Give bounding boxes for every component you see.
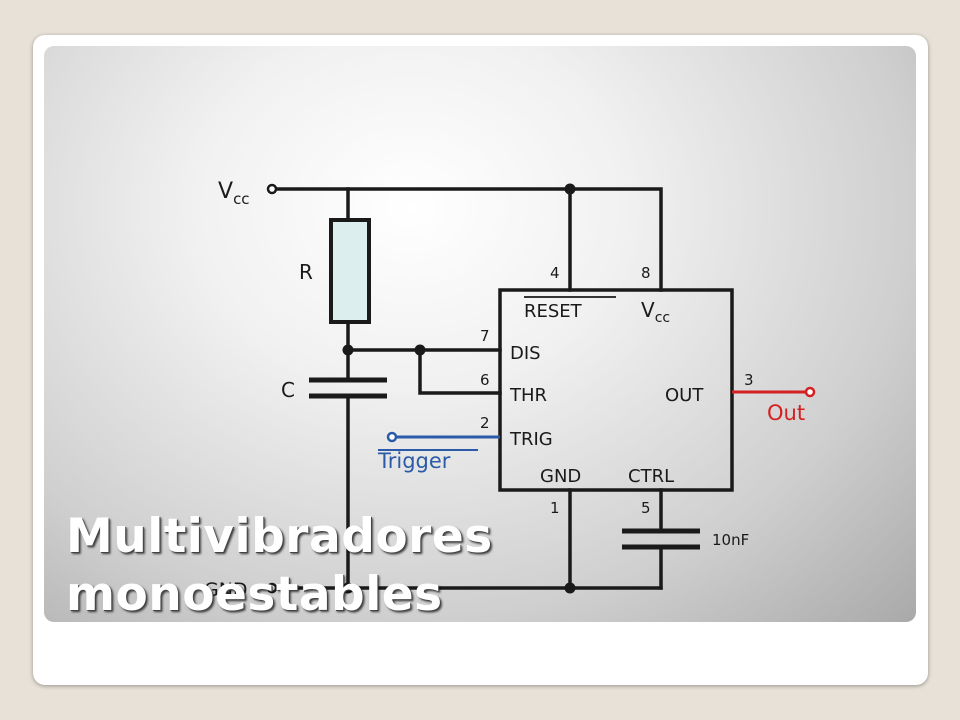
pin-number-ctrl: 5 [641, 499, 651, 517]
pin-number-dis: 7 [480, 327, 490, 345]
ic-dis-label: DIS [510, 343, 541, 364]
resistor-r [329, 218, 371, 324]
ic-trig-label: TRIG [509, 429, 553, 450]
out-label: Out [767, 401, 805, 425]
vcc-left-label: Vcc [218, 179, 250, 208]
ic-ctrl-label: CTRL [628, 466, 674, 487]
pin-number-thr: 6 [480, 371, 490, 389]
resistor-label: R [299, 260, 313, 284]
pin-number-out: 3 [744, 371, 754, 389]
trigger-label: Trigger [377, 449, 451, 473]
ic-out-label: OUT [665, 385, 704, 406]
gnd-terminal [266, 582, 278, 594]
circuit-image: Vcc R C GND Trigger Out 10nF RESET Vcc D… [44, 46, 916, 622]
ctrl-cap-label: 10nF [712, 531, 749, 549]
wire-thr [418, 348, 502, 395]
ic-vcc-label: Vcc [641, 298, 670, 326]
circuit-diagram: Vcc R C GND Trigger Out 10nF RESET Vcc D… [204, 179, 816, 601]
ic-gnd-label: GND [540, 466, 581, 487]
junction-dots [342, 183, 576, 594]
capacitor-c [309, 377, 387, 399]
slide-title-line-1: Multivibradores [66, 509, 493, 564]
gnd-left-label: GND [204, 579, 248, 601]
ic-555-body [498, 288, 734, 492]
pin-number-trig: 2 [480, 414, 490, 432]
capacitor-10nf [622, 528, 700, 550]
slide-title-line-2: monoestables [66, 567, 443, 622]
vcc-terminal [266, 183, 278, 195]
ic-reset-label: RESET [524, 301, 583, 322]
pin-number-vcc: 8 [641, 264, 651, 282]
trigger-terminal [386, 431, 398, 443]
ic-thr-label: THR [509, 385, 547, 406]
pin-number-reset: 4 [550, 264, 560, 282]
out-terminal [804, 386, 816, 398]
slide-title: Multivibradores monoestables [66, 508, 493, 624]
vcc-rail [274, 187, 663, 292]
pin-number-gnd: 1 [550, 499, 560, 517]
capacitor-label: C [281, 378, 295, 402]
